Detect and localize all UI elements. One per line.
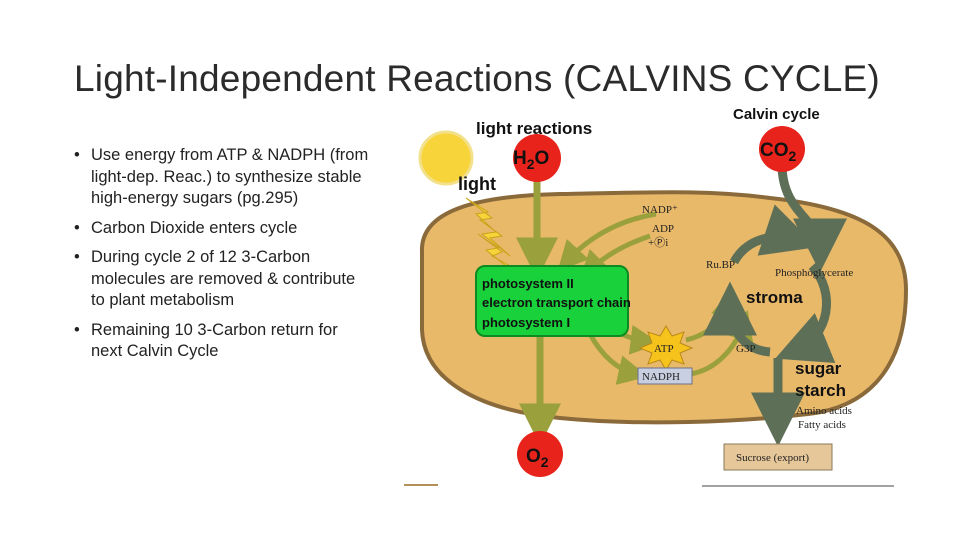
co2-circle — [759, 126, 805, 172]
h2o-label: H2O — [513, 148, 549, 172]
slide-title: Light-Independent Reactions (CALVINS CYC… — [74, 58, 880, 99]
photosystem-i-label: photosystem I — [482, 315, 570, 330]
sucrose-box — [723, 443, 833, 471]
starch-label: starch — [795, 381, 846, 400]
amino-acids-label: Amino acids — [796, 405, 852, 417]
o2-label: O2 — [526, 446, 549, 470]
adp-label: ADP — [652, 223, 674, 235]
atp-label: ATP — [654, 343, 674, 355]
nadp-return-arrow — [557, 211, 657, 272]
light-reactions-label: light reactions — [476, 119, 592, 138]
bullet-item: Carbon Dioxide enters cycle — [72, 218, 372, 240]
cycle-arrow-bottom — [703, 281, 771, 357]
pi-label: +Ⓟi — [648, 236, 668, 249]
bullet-item: Use energy from ATP & NADPH (from light-… — [72, 145, 372, 210]
g3p-label: G3P — [736, 343, 756, 355]
nadp-label: NADP⁺ — [642, 204, 678, 216]
cycle-arrow-right — [775, 262, 836, 363]
nadph-box — [637, 367, 693, 385]
o2-circle — [517, 431, 563, 477]
lightning-bolt-icon — [465, 197, 511, 257]
bullet-list: Use energy from ATP & NADPH (from light-… — [72, 145, 372, 371]
sucrose-label: Sucrose (export) — [736, 452, 809, 464]
phosphoglycerate-label: Phosphoglycerate — [775, 267, 853, 279]
cycle-arrow-left — [730, 204, 818, 265]
bullet-item: During cycle 2 of 12 3-Carbon molecules … — [72, 247, 372, 312]
nadph-label: NADPH — [642, 371, 680, 383]
bullet-item: Remaining 10 3-Carbon return for next Ca… — [72, 320, 372, 363]
co2-label: CO2 — [760, 140, 797, 164]
calvin-cycle-label: Calvin cycle — [733, 106, 820, 123]
photosystem-ii-label: photosystem II — [482, 276, 574, 291]
sun-icon — [418, 130, 474, 186]
light-label: light — [458, 174, 496, 194]
nadph-output-arrow — [587, 332, 649, 385]
etc-label: electron transport chain — [482, 295, 631, 310]
h2o-circle — [513, 134, 561, 182]
fatty-acids-label: Fatty acids — [798, 419, 846, 431]
thylakoid-membrane — [475, 265, 629, 337]
sugar-label: sugar — [795, 359, 842, 378]
rubp-label: Ru.BP — [706, 259, 735, 271]
stroma-label: stroma — [746, 288, 803, 307]
